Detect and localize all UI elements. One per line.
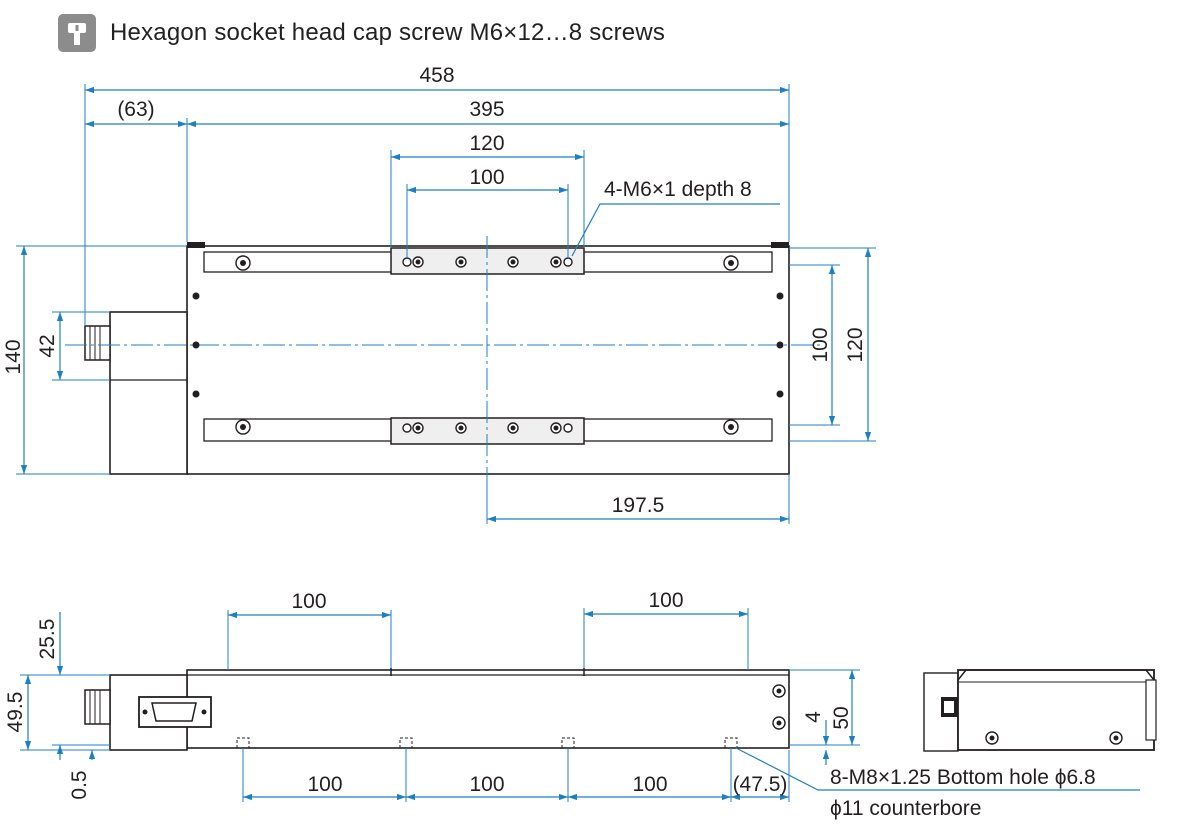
dim-carriage-hole-pitch: 100 <box>469 166 504 189</box>
callout-carriage-thread: 4-M6×1 depth 8 <box>604 178 752 201</box>
dim-base-gap: 0.5 <box>68 770 91 799</box>
dim-body-length: 395 <box>469 98 504 121</box>
screw-icon <box>58 14 96 52</box>
end-view-connector <box>941 697 958 717</box>
dim-hole-pitch-width: 100 <box>809 327 832 362</box>
dim-height-total: 49.5 <box>4 692 27 733</box>
top-connector-plug <box>84 325 111 361</box>
dim-bottom-pitch-2: 100 <box>469 773 504 796</box>
dim-carriage-length: 120 <box>469 132 504 155</box>
side-connector-plug <box>84 689 111 725</box>
callout-bottom-hole-line1: 8-M8×1.25 Bottom hole ϕ6.8 <box>830 766 1096 789</box>
dim-overall-width: 140 <box>2 339 25 374</box>
dim-top-hole-pitch-left: 100 <box>291 590 326 613</box>
dim-height-upper: 25.5 <box>36 619 59 660</box>
callout-bottom-hole-line2: ϕ11 counterbore <box>830 797 981 820</box>
dim-height-right: 50 <box>830 706 853 729</box>
dim-bottom-pitch-1: 100 <box>307 773 342 796</box>
end-view <box>923 669 1157 752</box>
top-motor-box <box>109 311 188 475</box>
dim-end-offset: (47.5) <box>733 773 788 796</box>
dim-base-offset: 4 <box>802 711 825 723</box>
side-view: 100 100 25.5 49.5 0.5 4 50 100 100 100 (… <box>4 589 1140 820</box>
dim-center-offset: 197.5 <box>612 494 665 517</box>
dim-overall-length: 458 <box>419 64 454 87</box>
side-body-outline <box>186 669 790 749</box>
dim-top-hole-pitch-right: 100 <box>648 589 683 612</box>
dsub-connector-icon <box>138 696 212 728</box>
header-title: Hexagon socket head cap screw M6×12…8 sc… <box>110 19 666 46</box>
dim-connector-width: 42 <box>36 334 59 357</box>
dim-rail-width: 120 <box>844 327 867 362</box>
top-view: 458 (63) 395 120 100 4-M6×1 depth 8 197.… <box>2 64 876 524</box>
header: Hexagon socket head cap screw M6×12…8 sc… <box>58 14 665 52</box>
dim-motor-offset: (63) <box>117 98 154 121</box>
dim-bottom-pitch-3: 100 <box>632 773 667 796</box>
